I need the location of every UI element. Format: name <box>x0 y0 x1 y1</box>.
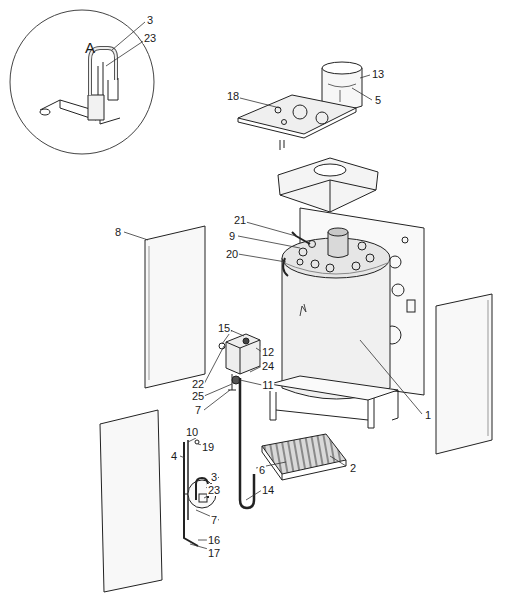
callout-number: 22 <box>191 378 205 390</box>
callout-number: 3 <box>146 14 154 26</box>
panel-edge <box>149 246 150 380</box>
callout-number: 23 <box>143 32 157 44</box>
right-side-panel <box>436 294 492 454</box>
pilot-detail <box>40 48 120 124</box>
burner <box>262 434 346 480</box>
callout-number: 6 <box>258 464 266 476</box>
callout-number: 7 <box>210 514 218 526</box>
callout-number: 7 <box>194 404 202 416</box>
tank-stand <box>270 376 398 428</box>
callout-number: 4 <box>170 450 178 462</box>
detail-circle <box>10 10 154 154</box>
callout-number: 13 <box>371 68 385 80</box>
tank-body <box>282 228 390 399</box>
flue-hood <box>278 158 378 212</box>
callout-number: 5 <box>374 94 382 106</box>
top-plate <box>238 95 356 150</box>
callout-number: 11 <box>261 379 274 391</box>
callout-number: 10 <box>185 426 199 438</box>
callout-number: 18 <box>226 90 240 102</box>
callout-number: 19 <box>201 441 215 453</box>
callout-number: 23 <box>207 484 221 496</box>
callout-number: 9 <box>228 230 236 242</box>
gas-tube <box>240 378 254 508</box>
callout-number: 1 <box>424 409 432 421</box>
callout-number: 17 <box>207 547 221 559</box>
callout-number: 25 <box>191 390 205 402</box>
callout-number: 8 <box>114 226 122 238</box>
callout-number: 24 <box>261 360 275 372</box>
callout-number: 15 <box>217 322 231 334</box>
callout-number: 16 <box>207 534 221 546</box>
panel-edge <box>488 300 489 436</box>
callout-number: 20 <box>225 248 239 260</box>
leader-lines <box>106 22 422 552</box>
callout-number: 2 <box>349 462 357 474</box>
callout-number: 3 <box>210 471 218 483</box>
callout-number: 21 <box>233 214 247 226</box>
view-letter: A <box>84 40 96 56</box>
left-side-panel <box>145 226 205 388</box>
callout-number: 14 <box>261 484 275 496</box>
front-panel <box>100 410 162 592</box>
callout-number: 12 <box>261 346 275 358</box>
